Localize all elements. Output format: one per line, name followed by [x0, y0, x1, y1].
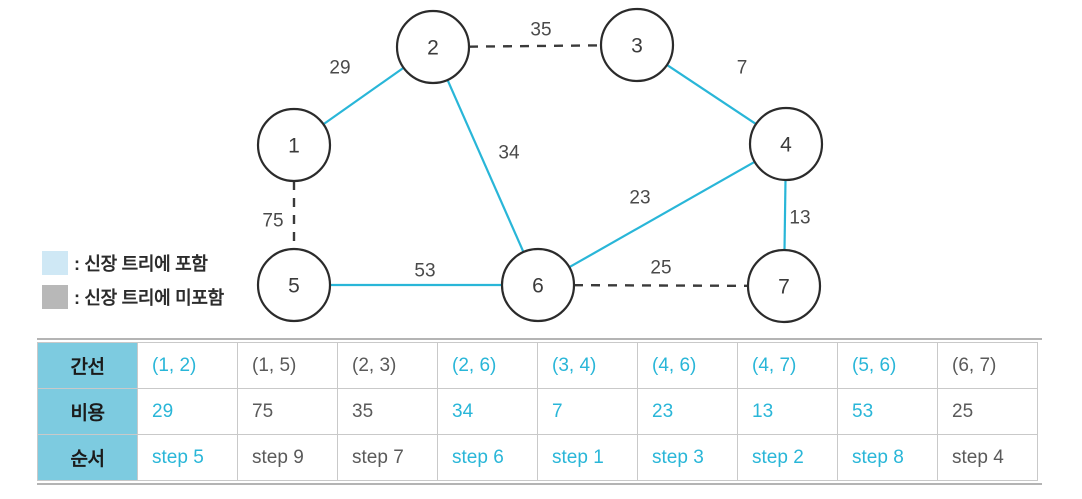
node-label-6: 6	[532, 275, 544, 298]
table-cell-edge-pair-2: (1, 5)	[237, 342, 338, 389]
node-label-3: 3	[631, 35, 643, 58]
graph-edge-1-2	[322, 66, 405, 126]
legend-item-included: : 신장 트리에 포함	[42, 248, 302, 278]
edge-summary-table: 간선(1, 2)(1, 5)(2, 3)(2, 6)(3, 4)(4, 6)(4…	[37, 342, 1038, 481]
table-cell-order-8: step 8	[837, 434, 938, 481]
table-cell-edge-pair-6: (4, 6)	[637, 342, 738, 389]
table-cell-order-7: step 2	[737, 434, 838, 481]
edge-weight-2-3: 35	[530, 20, 551, 41]
node-circle-6	[500, 247, 576, 323]
table-row-header-edge-pair: 간선	[37, 342, 138, 389]
table-cell-cost-9: 25	[937, 388, 1038, 435]
legend-swatch-excluded-icon	[42, 285, 68, 309]
edge-weight-1-2: 29	[329, 58, 350, 79]
table-cell-order-1: step 5	[137, 434, 238, 481]
graph-edge-4-6	[568, 160, 756, 269]
edges-layer	[292, 44, 787, 288]
graph-node-6: 6	[500, 247, 576, 323]
table-cell-cost-8: 53	[837, 388, 938, 435]
table-cell-cost-2: 75	[237, 388, 338, 435]
table-row-header-cost: 비용	[37, 388, 138, 435]
legend: : 신장 트리에 포함 : 신장 트리에 미포함	[42, 248, 302, 316]
table-cell-edge-pair-4: (2, 6)	[437, 342, 538, 389]
graph-node-5: 5	[256, 247, 332, 323]
node-label-5: 5	[288, 275, 300, 298]
graph-node-2: 2	[395, 9, 471, 85]
edge-weight-2-6: 34	[498, 143, 520, 164]
legend-label-excluded: : 신장 트리에 미포함	[74, 288, 224, 308]
node-circle-7	[746, 248, 822, 324]
node-circle-5	[256, 247, 332, 323]
table-cell-cost-5: 7	[537, 388, 638, 435]
table-cell-edge-pair-7: (4, 7)	[737, 342, 838, 389]
edge-weight-4-6: 23	[629, 188, 650, 209]
node-circle-3	[599, 7, 675, 83]
graph-node-7: 7	[746, 248, 822, 324]
edge-weight-1-5: 75	[262, 211, 283, 232]
table-top-rule	[37, 338, 1042, 340]
table-cell-edge-pair-8: (5, 6)	[837, 342, 938, 389]
graph-edge-2-3	[468, 44, 602, 48]
node-label-4: 4	[780, 134, 792, 157]
table-cell-order-9: step 4	[937, 434, 1038, 481]
legend-swatch-included-icon	[42, 251, 68, 275]
edge-weight-4-7: 13	[789, 208, 810, 229]
node-circle-2	[395, 9, 471, 85]
graph-node-4: 4	[748, 106, 824, 182]
table-cell-order-2: step 9	[237, 434, 338, 481]
table-cell-edge-pair-1: (1, 2)	[137, 342, 238, 389]
graph-edge-3-4	[666, 64, 757, 125]
graph-edge-2-6	[446, 79, 525, 253]
table-cell-edge-pair-9: (6, 7)	[937, 342, 1038, 389]
table-cell-order-3: step 7	[337, 434, 438, 481]
node-label-7: 7	[778, 276, 790, 299]
table-cell-order-5: step 1	[537, 434, 638, 481]
table-cell-cost-7: 13	[737, 388, 838, 435]
node-label-2: 2	[427, 37, 439, 60]
legend-label-included: : 신장 트리에 포함	[74, 254, 208, 274]
table-cell-edge-pair-3: (2, 3)	[337, 342, 438, 389]
table-row-edge-pair: 간선(1, 2)(1, 5)(2, 3)(2, 6)(3, 4)(4, 6)(4…	[37, 342, 1038, 389]
table-bottom-rule	[37, 483, 1042, 485]
graph-node-1: 1	[256, 107, 332, 183]
table-cell-edge-pair-5: (3, 4)	[537, 342, 638, 389]
edge-weight-6-7: 25	[650, 258, 671, 279]
table-cell-cost-1: 29	[137, 388, 238, 435]
table-cell-cost-3: 35	[337, 388, 438, 435]
graph-edge-4-7	[783, 179, 787, 251]
table-cell-order-6: step 3	[637, 434, 738, 481]
graph-node-3: 3	[599, 7, 675, 83]
graph-edge-6-7	[573, 283, 749, 288]
table-cell-order-4: step 6	[437, 434, 538, 481]
node-circle-1	[256, 107, 332, 183]
table-cell-cost-4: 34	[437, 388, 538, 435]
node-label-1: 1	[288, 135, 300, 158]
legend-item-excluded: : 신장 트리에 미포함	[42, 282, 302, 312]
edge-weight-3-4: 7	[737, 58, 748, 79]
node-circle-4	[748, 106, 824, 182]
table-row-header-order: 순서	[37, 434, 138, 481]
table-cell-cost-6: 23	[637, 388, 738, 435]
edge-weight-5-6: 53	[414, 261, 435, 282]
